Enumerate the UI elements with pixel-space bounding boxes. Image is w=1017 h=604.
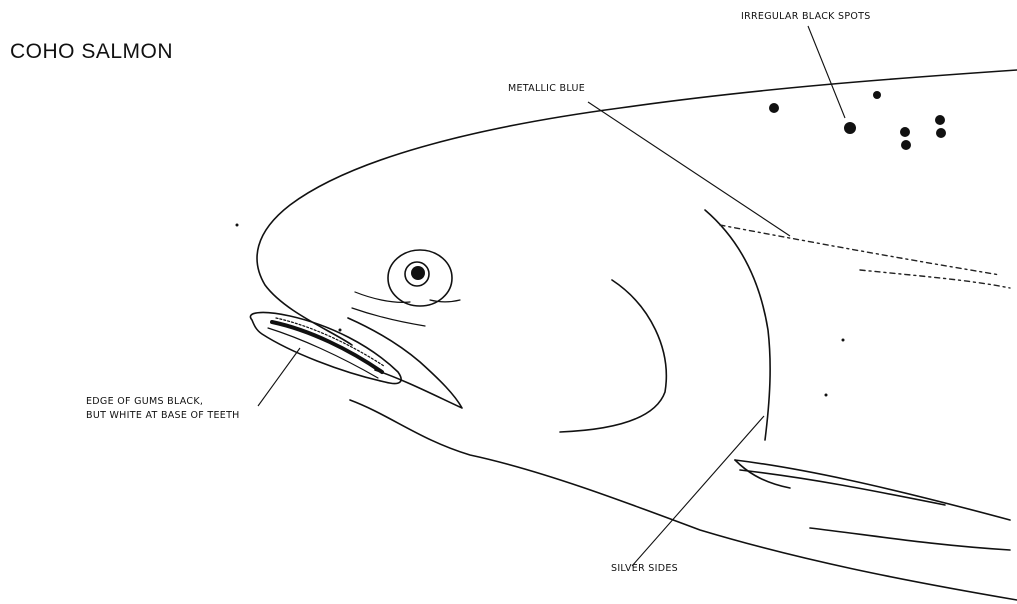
gill-cover: [560, 280, 666, 432]
pectoral-fin-ray: [740, 470, 945, 505]
black-spot: [901, 140, 911, 150]
black-spot: [936, 128, 946, 138]
gill-cover-edge: [705, 210, 770, 440]
diagram-title: COHO SALMON: [10, 40, 173, 64]
leader-sides: [632, 416, 764, 566]
lateral-line: [720, 225, 1000, 275]
black-spot: [935, 115, 945, 125]
black-spot: [900, 127, 910, 137]
leader-spots: [808, 26, 845, 118]
label-gums-line2: BUT WHITE AT BASE OF TEETH: [86, 410, 240, 422]
leader-blue: [588, 102, 790, 236]
label-silver-sides: SILVER SIDES: [611, 563, 678, 575]
leader-gums: [258, 348, 300, 406]
eye-pupil: [411, 266, 425, 280]
ink-fleck: [825, 394, 828, 397]
label-gums-line1: EDGE OF GUMS BLACK,: [86, 396, 203, 408]
black-spot: [844, 122, 856, 134]
ink-fleck: [842, 339, 845, 342]
label-metallic-blue: METALLIC BLUE: [508, 83, 585, 95]
cheek-line-lower: [352, 308, 425, 326]
ink-fleck: [339, 329, 342, 332]
body-outline: [257, 70, 1017, 345]
pelvic-fin-ray: [810, 528, 1010, 550]
ink-fleck: [236, 224, 239, 227]
black-spot: [769, 103, 779, 113]
label-irregular-black-spots: IRREGULAR BLACK SPOTS: [741, 11, 871, 23]
black-spot: [873, 91, 881, 99]
eye-lid-line: [430, 300, 460, 302]
